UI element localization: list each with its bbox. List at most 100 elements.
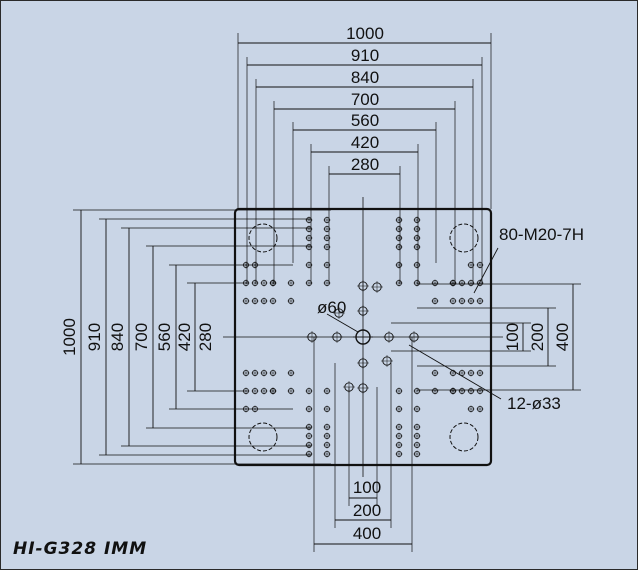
tie-bar-holes xyxy=(248,223,479,452)
thread-hole xyxy=(305,225,313,233)
thread-hole xyxy=(323,423,331,431)
dim-bottom-200: 200 xyxy=(353,501,381,520)
holes-note: 12-ø33 xyxy=(507,394,561,413)
thread-hole xyxy=(395,261,403,269)
thread-hole xyxy=(476,387,484,395)
thread-hole xyxy=(395,243,403,251)
bottom-dimensions xyxy=(314,497,412,545)
dim-left-420: 420 xyxy=(175,323,194,351)
thread-hole xyxy=(305,216,313,224)
thread-hole xyxy=(413,387,421,395)
thread-hole xyxy=(251,279,259,287)
thread-hole xyxy=(413,261,421,269)
dim-left-280: 280 xyxy=(196,323,215,351)
thread-hole xyxy=(458,297,466,305)
thread-hole xyxy=(395,387,403,395)
dim-left-700: 700 xyxy=(132,323,151,351)
thread-hole xyxy=(449,297,457,305)
thread-hole xyxy=(323,279,331,287)
big-hole xyxy=(357,305,369,317)
thread-hole xyxy=(260,279,268,287)
big-hole xyxy=(357,382,369,394)
model-title: HI-G328 IMM xyxy=(13,539,147,559)
dim-bottom-400: 400 xyxy=(353,524,381,543)
dim-left-560: 560 xyxy=(155,323,174,351)
thread-hole xyxy=(287,297,295,305)
thread-hole xyxy=(449,387,457,395)
thread-hole xyxy=(395,423,403,431)
thread-hole xyxy=(413,405,421,413)
thread-hole xyxy=(431,297,439,305)
thread-hole xyxy=(269,387,277,395)
thread-hole xyxy=(323,216,331,224)
thread-hole xyxy=(323,243,331,251)
thread-hole xyxy=(395,441,403,449)
thread-holes xyxy=(242,216,484,458)
thread-hole xyxy=(287,279,295,287)
thread-hole xyxy=(260,369,268,377)
thread-hole xyxy=(269,279,277,287)
thread-hole xyxy=(269,297,277,305)
thread-hole xyxy=(395,234,403,242)
center-hole-note: ø60 xyxy=(317,298,346,317)
thread-hole xyxy=(323,225,331,233)
thread-hole xyxy=(269,369,277,377)
tie-bar-hole xyxy=(449,223,479,253)
big-hole xyxy=(357,357,369,369)
thread-hole xyxy=(305,423,313,431)
thread-hole xyxy=(467,297,475,305)
thread-hole xyxy=(251,297,259,305)
thread-hole xyxy=(467,369,475,377)
tie-bar-hole xyxy=(248,422,278,452)
thread-hole xyxy=(305,387,313,395)
thread-hole xyxy=(395,450,403,458)
big-hole xyxy=(371,281,383,293)
big-hole xyxy=(331,331,343,343)
thread-hole xyxy=(251,369,259,377)
thread-hole xyxy=(413,234,421,242)
dim-bottom-100: 100 xyxy=(353,478,381,497)
thread-hole xyxy=(323,405,331,413)
dim-top-840: 840 xyxy=(351,68,379,87)
thread-hole xyxy=(413,432,421,440)
thread-hole xyxy=(242,297,250,305)
tie-bar-hole xyxy=(248,223,278,253)
dim-right-400: 400 xyxy=(553,323,572,351)
top-dimensions xyxy=(238,42,491,175)
thread-hole xyxy=(260,297,268,305)
thread-hole xyxy=(431,279,439,287)
dim-left-1000: 1000 xyxy=(60,318,79,356)
thread-hole xyxy=(431,387,439,395)
thread-hole xyxy=(449,279,457,287)
dim-top-700: 700 xyxy=(351,90,379,109)
thread-hole xyxy=(260,387,268,395)
thread-hole xyxy=(413,216,421,224)
thread-hole xyxy=(287,387,295,395)
thread-hole xyxy=(251,387,259,395)
thread-hole xyxy=(323,450,331,458)
left-dimensions xyxy=(80,210,196,464)
dim-right-200: 200 xyxy=(528,323,547,351)
thread-hole xyxy=(323,432,331,440)
thread-hole xyxy=(287,369,295,377)
thread-hole xyxy=(467,279,475,287)
thread-hole xyxy=(323,441,331,449)
thread-hole xyxy=(413,279,421,287)
big-hole xyxy=(383,331,395,343)
right-dimensions xyxy=(522,284,574,390)
thread-hole xyxy=(395,432,403,440)
thread-hole xyxy=(476,261,484,269)
thread-hole xyxy=(413,243,421,251)
big-hole xyxy=(306,331,318,343)
big-holes xyxy=(306,280,420,394)
big-hole xyxy=(333,307,345,319)
thread-hole xyxy=(458,279,466,287)
thread-hole xyxy=(458,387,466,395)
thread-hole xyxy=(395,405,403,413)
thread-hole xyxy=(323,234,331,242)
thread-hole xyxy=(305,234,313,242)
dim-top-910: 910 xyxy=(351,46,379,65)
thread-hole xyxy=(305,441,313,449)
